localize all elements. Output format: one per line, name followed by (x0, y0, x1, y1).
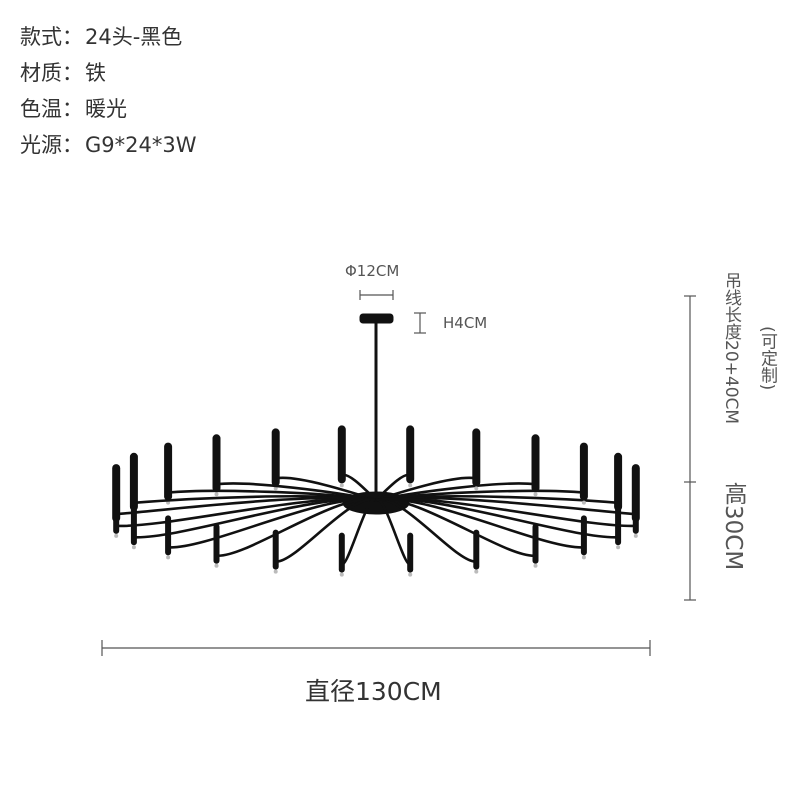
front-arms (113, 493, 639, 577)
bulb (408, 572, 413, 577)
cord-custom-note: (可定制) (757, 326, 777, 391)
fixture-height-label: 高30CM (720, 482, 746, 571)
light-head (472, 428, 481, 487)
spec-label: 色温 (20, 97, 62, 121)
light-head (473, 529, 480, 570)
dimension-lines (101, 290, 696, 656)
chandelier-arm (275, 498, 377, 563)
bulb (616, 545, 621, 550)
light-head (406, 425, 415, 484)
bulb (273, 486, 278, 491)
bulb (533, 563, 538, 568)
bulb (533, 492, 538, 497)
bulb (131, 545, 136, 550)
spec-separator: ： (62, 25, 83, 49)
bulb (633, 533, 638, 538)
bulb (339, 572, 344, 577)
light-head (579, 442, 588, 501)
spec-row-color-temperature: 色温：暖光 (20, 94, 127, 124)
light-head (614, 452, 623, 511)
bulb (581, 500, 586, 505)
spec-label: 光源 (20, 133, 62, 157)
chandelier-arm (216, 498, 377, 558)
spec-row-style: 款式：24头-黑色 (20, 22, 182, 52)
light-head (407, 532, 414, 573)
light-head (129, 452, 138, 511)
canopy-height-label: H4CM (443, 314, 488, 332)
spec-separator: ： (62, 61, 83, 85)
spec-separator: ： (62, 133, 83, 157)
bulb (339, 483, 344, 488)
spec-value: 暖光 (85, 97, 127, 121)
bulb (474, 569, 479, 574)
spec-value: 24头-黑色 (85, 25, 183, 49)
spec-row-light-source: 光源：G9*24*3W (20, 130, 196, 160)
cord-length-label: 吊线长度20+40CM (721, 272, 741, 425)
spec-label: 款式 (20, 25, 62, 49)
light-head (338, 532, 345, 573)
light-head (165, 515, 172, 556)
bulb (408, 483, 413, 488)
light-head (532, 523, 539, 564)
light-head (272, 529, 279, 570)
chandelier-arm (375, 482, 536, 502)
spec-row-material: 材质：铁 (20, 58, 106, 88)
fixture-diameter-label: 直径130CM (305, 677, 442, 706)
canopy-diameter-label: Φ12CM (345, 262, 400, 280)
chandelier-arm (375, 476, 477, 502)
spec-value: 铁 (85, 61, 106, 85)
chandelier-arm (375, 497, 636, 528)
chandelier-body (342, 313, 410, 515)
light-head (164, 442, 173, 501)
bulb (166, 555, 171, 560)
bulb (273, 569, 278, 574)
light-head (337, 425, 346, 484)
bulb (214, 492, 219, 497)
bulb (114, 533, 119, 538)
light-head (632, 493, 639, 534)
light-head (130, 505, 137, 546)
spec-separator: ： (62, 97, 83, 121)
spec-value: G9*24*3W (85, 133, 197, 157)
light-head (113, 493, 120, 534)
bulb (581, 555, 586, 560)
light-head (580, 515, 587, 556)
light-head (212, 434, 221, 493)
light-head (271, 428, 280, 487)
light-head (213, 523, 220, 564)
canopy (359, 313, 394, 324)
bulb (214, 563, 219, 568)
bulb (474, 486, 479, 491)
spec-label: 材质 (20, 61, 62, 85)
light-head (531, 434, 540, 493)
